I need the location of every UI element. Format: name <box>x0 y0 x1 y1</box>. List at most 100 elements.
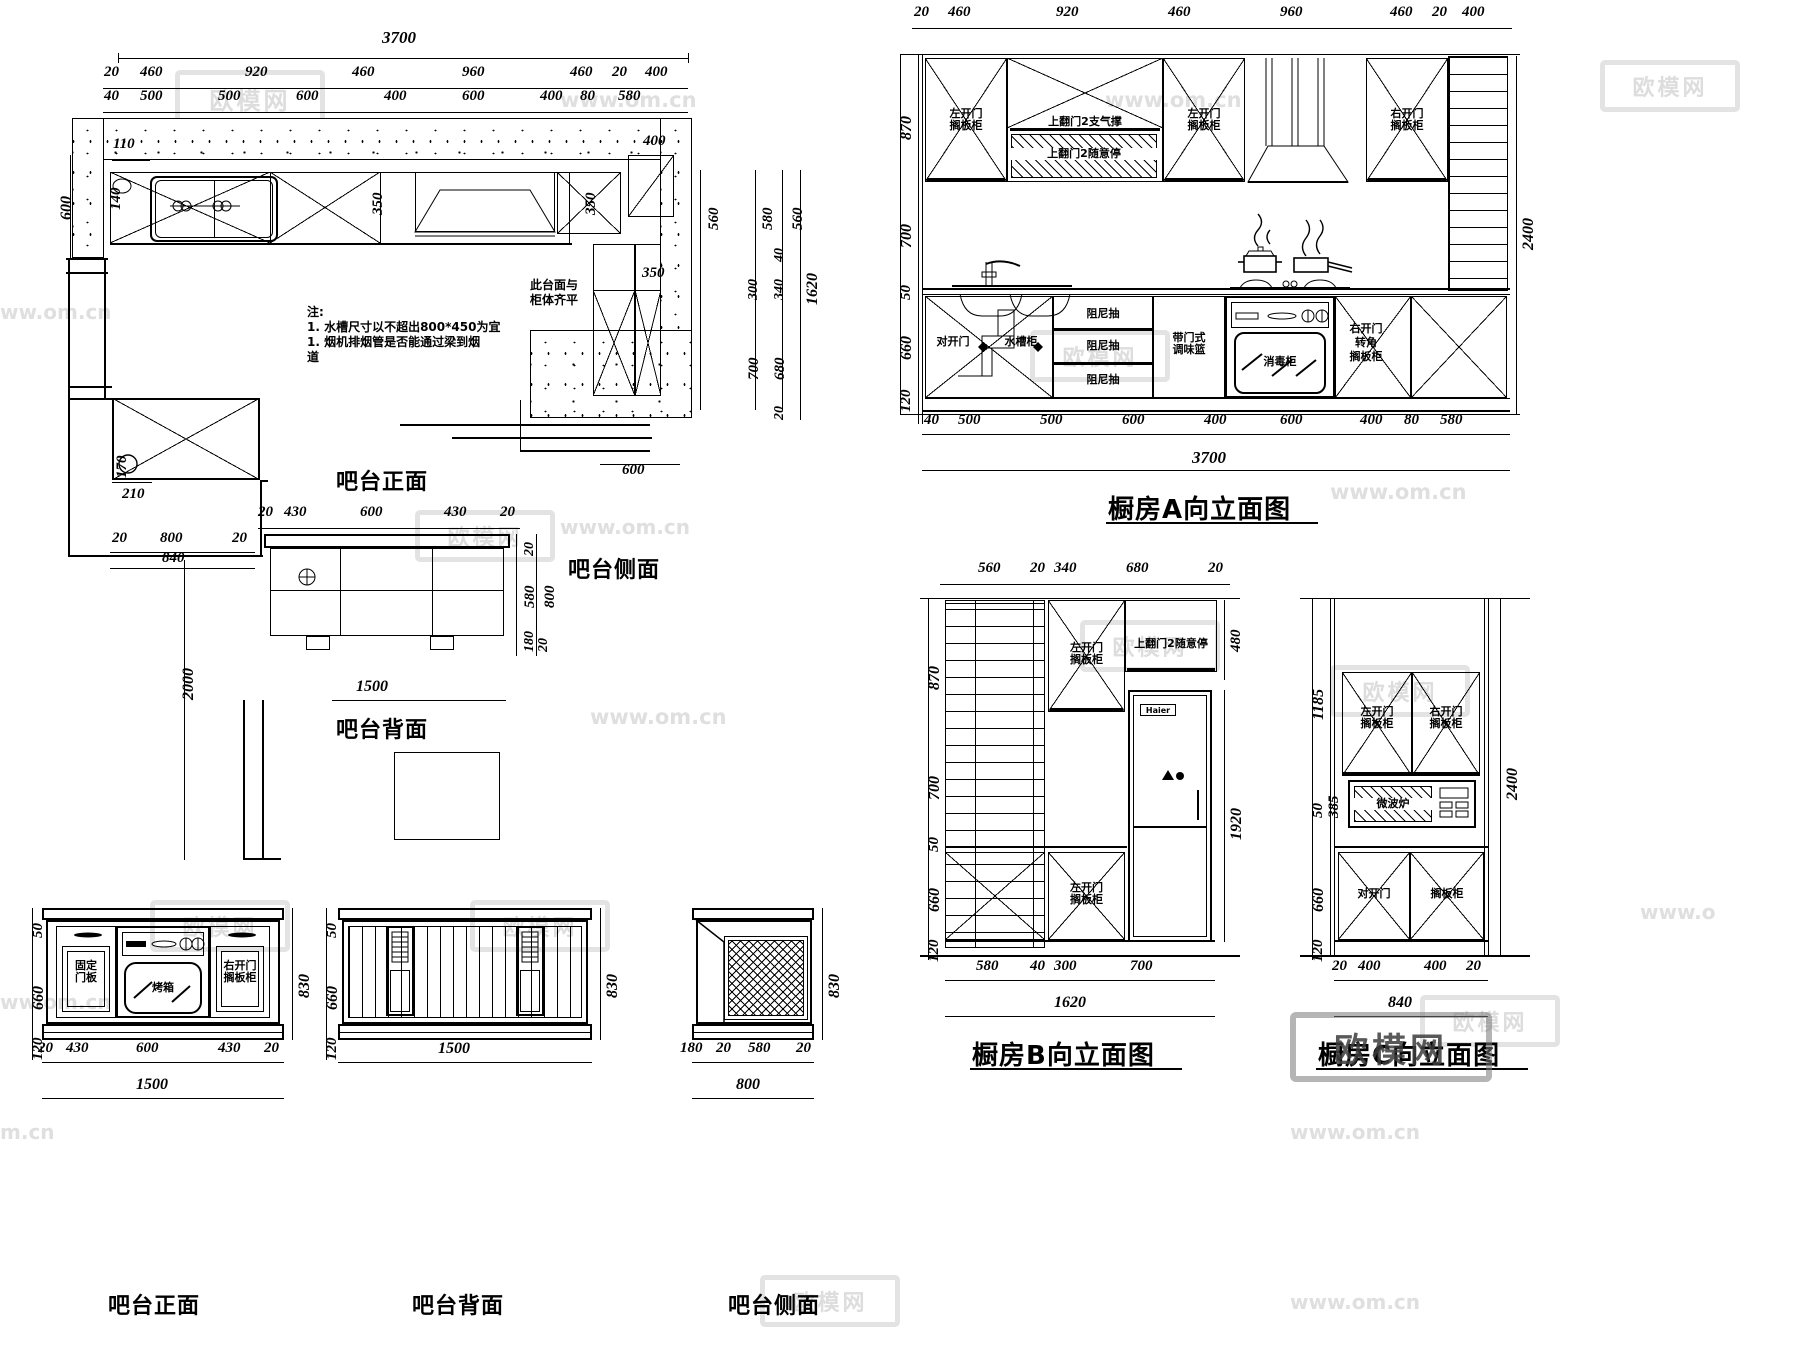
elevB-dim-870: 870 <box>926 666 943 690</box>
watermark-url: www.om.cn <box>590 705 727 729</box>
plan-line <box>66 272 108 274</box>
elevB-dim: 40 <box>1030 958 1045 974</box>
plan-line <box>68 398 112 400</box>
dim-line <box>70 155 71 260</box>
plan-dim: 600 <box>462 88 485 104</box>
bar-side-dim: 20 <box>500 504 515 520</box>
elevA-sink-elevation <box>952 260 1072 287</box>
dim-line <box>755 170 756 410</box>
barBack-panel-ornament-icon <box>521 931 539 963</box>
dim-line <box>184 560 185 860</box>
elevA-dim: 500 <box>1040 412 1063 428</box>
label-line: 左开门 <box>1187 107 1221 120</box>
plan-line <box>68 258 70 398</box>
label-line: 搁板柜 <box>223 971 257 984</box>
dim-line <box>42 1062 284 1063</box>
title-underline <box>970 1068 1182 1070</box>
wall-line <box>1484 598 1485 956</box>
plan-dim: 500 <box>218 88 241 104</box>
plan-dim-350: 350 <box>642 265 665 281</box>
title-underline <box>1106 522 1318 524</box>
elevB-dim-120: 120 <box>926 939 942 963</box>
barSideB-dim: 20 <box>716 1040 731 1056</box>
plan-dim: 400 <box>645 64 668 80</box>
elevC-dim: 400 <box>1424 958 1447 974</box>
elevC-title: 橱房C向立面图 <box>1318 1041 1501 1071</box>
plan-dim-600: 600 <box>58 196 75 220</box>
plan-dim-800: 800 <box>160 530 183 546</box>
barSideB-countertop <box>692 908 814 920</box>
elevB-fridge-handle-icon <box>1197 790 1199 820</box>
watermark-logo: 欧模网 <box>760 1275 900 1327</box>
barSideB-lattice-frame <box>724 936 808 1020</box>
plan-dim: 20 <box>104 64 119 80</box>
barSideB-lattice-panel <box>728 940 804 1016</box>
cabinet-x-marker <box>1338 852 1410 940</box>
elevB-refrigerator-inner <box>1133 695 1207 937</box>
plan-callout-line: 此台面与 <box>530 278 579 292</box>
elevC-dim-1185: 1185 <box>1310 688 1327 720</box>
barFront-right-panel-inner <box>216 946 264 1012</box>
barFront-dim: 600 <box>136 1040 159 1056</box>
elevA-dim: 400 <box>1462 4 1485 20</box>
barFront-handle-icon <box>228 932 256 938</box>
bar-side-dim: 20 <box>258 504 273 520</box>
watermark-url: www.om.cn <box>560 515 691 539</box>
plan-note-line: 1. 水槽尺寸以不超出800*450为宜 <box>307 320 501 334</box>
barSideB-body <box>696 920 812 1024</box>
plan-dim: 20 <box>612 64 627 80</box>
elevC-dim-2400: 2400 <box>1504 768 1521 800</box>
bar-side-title: 吧台侧面 <box>568 558 661 583</box>
elevA-dim-50: 50 <box>898 285 914 300</box>
plan-dim: 600 <box>296 88 319 104</box>
elevA-drawer-stack <box>1053 296 1153 398</box>
barFront-dim-830: 830 <box>296 974 313 998</box>
plan-dim-350: 350 <box>583 192 599 216</box>
dim-line <box>945 980 1215 981</box>
barBack-panel-right <box>516 926 544 1016</box>
dim-line <box>1516 56 1517 414</box>
countertop-line <box>1334 846 1488 848</box>
plan-rail <box>520 450 650 452</box>
barBack-total-width: 1500 <box>438 1040 470 1057</box>
elevB-flip-door-label: 上翻门2随意停 <box>1134 637 1208 650</box>
elevB-dim: 340 <box>1054 560 1077 576</box>
barSideB-dim-830: 830 <box>826 974 843 998</box>
drawer-divider <box>1053 328 1153 331</box>
elevB-dim-1920: 1920 <box>1228 808 1245 840</box>
bar-side-counter-top <box>264 534 510 548</box>
dim-line <box>1500 598 1501 956</box>
dim-line <box>922 434 1510 435</box>
wall-hatch-left <box>72 118 104 258</box>
label-line: 搁板柜 <box>1429 717 1463 730</box>
barFront-body <box>46 920 280 1024</box>
label-line: 左开门 <box>949 107 983 120</box>
plan-dim-560: 560 <box>790 207 806 231</box>
label-line: 搁板柜 <box>1070 653 1103 666</box>
plan-dim-20: 20 <box>772 406 787 420</box>
dim-line <box>112 482 152 483</box>
title-underline <box>1316 1068 1528 1070</box>
elevC-total-width: 840 <box>1388 994 1412 1011</box>
dim-line-row2 <box>103 112 688 113</box>
elevA-spice-basket-cab <box>1153 296 1225 398</box>
floor-line <box>900 414 1520 415</box>
barSideB-dim: 180 <box>680 1040 703 1056</box>
cabinet-x-marker <box>593 290 635 396</box>
elevB-dim: 580 <box>976 958 999 974</box>
plan-dim-350: 350 <box>370 192 386 216</box>
plan-dim-170: 170 <box>114 455 130 479</box>
elevA-drawer-label: 阻尼抽 <box>1086 373 1120 386</box>
plan-dim: 460 <box>352 64 375 80</box>
elevA-dim: 20 <box>1432 4 1447 20</box>
elevC-dim-120: 120 <box>1310 939 1326 963</box>
elevB-dim: 700 <box>1130 958 1153 974</box>
cabinet-right-open-hinge <box>1412 672 1480 776</box>
barFront-total-width: 1500 <box>136 1076 168 1093</box>
countertop-line <box>945 846 1127 848</box>
watermark-url: ww.om.cn <box>0 300 112 324</box>
bar-side-foot <box>306 636 330 650</box>
cabinet-left-open-hinge <box>925 58 1007 182</box>
elevC-dim: 20 <box>1466 958 1481 974</box>
